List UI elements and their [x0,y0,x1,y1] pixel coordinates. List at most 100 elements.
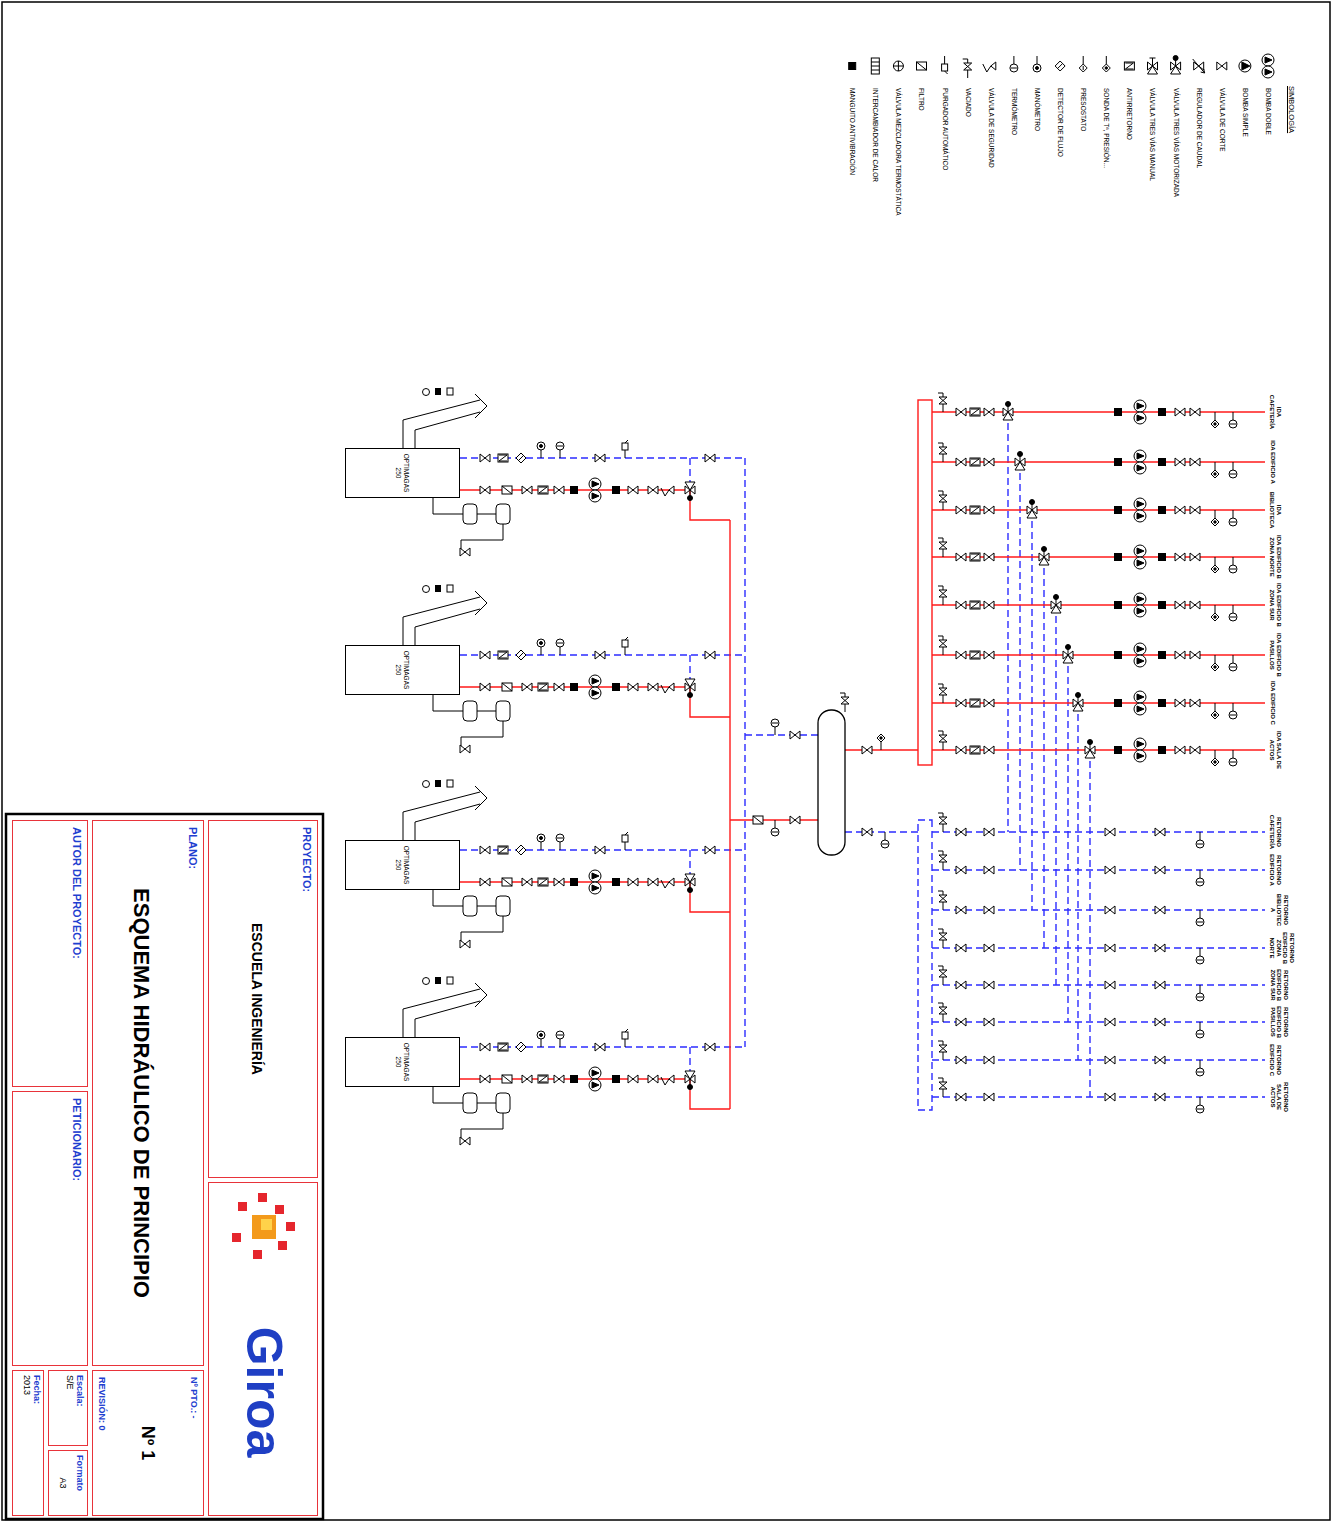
vessel-pipe [477,1103,496,1104]
valve-part [595,846,605,854]
pumpd-symbol [589,870,601,894]
check-part [971,652,979,658]
check-symbol [538,486,548,494]
antivib-part [1159,700,1166,707]
logo-cell: Giroa [208,1182,318,1516]
valve-part [956,906,966,914]
pumpd-part [592,690,599,696]
thermo-symbol [556,834,564,850]
purge-part [622,640,628,647]
bypass-pipe [1077,703,1078,1060]
antivib-part [1159,409,1166,416]
valve-part [1155,1093,1165,1101]
valve-symbol [956,506,966,514]
valve-part [1155,944,1165,952]
gauge-symbol [537,834,545,850]
check-part [970,408,980,416]
gauge-part [1036,67,1039,70]
valve-symbol [956,699,966,707]
field-label: PROYECTO: [300,827,313,892]
check-part [970,458,980,466]
bypass-pipe [1043,557,1044,948]
thermo-symbol [1229,510,1237,526]
valve-symbol [1155,1018,1165,1026]
legend-text: PURGADOR AUTOMÁTICO [941,88,948,170]
valve-symbol [984,981,994,989]
threeway-symbol [1171,56,1181,75]
sensor-part [1214,473,1216,475]
drain-part [939,397,947,404]
drain-symbol [938,966,947,985]
pumpd-part [1137,501,1144,507]
gauge-part [537,1031,545,1039]
safety-part [661,1077,669,1085]
sensor-part [1215,605,1216,613]
circuit-label: IDA EDIFICIO B ZONA SUR [1269,583,1282,627]
boiler-label: OPTIMAGAS 250 [395,649,410,691]
valve-symbol [1105,866,1115,874]
threeway-symbol [685,874,695,893]
drain-symbol [938,393,947,412]
valve-part [1190,408,1200,416]
drain-part [943,977,944,985]
thermo-symbol [1229,605,1237,621]
valve-part [1105,1018,1115,1026]
check-symbol [498,651,508,659]
valve-part [522,878,532,886]
sensor-part [1211,565,1219,573]
valve-symbol [1155,1093,1165,1101]
check-symbol [1124,62,1134,70]
valve-part [460,940,470,948]
valve-part [480,878,490,886]
field-label: Escala: [75,1375,85,1407]
flue-pipe [403,989,480,1037]
valve-symbol [705,1043,715,1051]
antivib-symbol [1159,554,1166,561]
check-symbol [498,1043,508,1051]
thermo-part [771,719,779,727]
valve-part [1155,906,1165,914]
valve-part [1175,699,1185,707]
sensor-symbol [1211,557,1219,573]
reg-symbol [1193,59,1205,73]
antivib-part [1159,554,1166,561]
check-part [971,459,979,465]
purge-part [622,443,628,450]
circuit-label: RETORNO BIBLIOTECA [1269,892,1289,928]
safety-symbol [983,62,996,72]
drain-part [939,895,947,902]
gauge-part [540,837,543,840]
valve-part [460,548,470,556]
drain-part [943,902,944,910]
pumpd-part [589,687,601,699]
valve-symbol [522,1075,532,1083]
valve-part [1155,1018,1165,1026]
thermo-part [1230,424,1236,425]
thermo-part [1196,878,1204,886]
boiler-label: OPTIMAGAS 250 [395,1041,410,1083]
thermo-symbol [1229,703,1237,719]
pumpd-part [1137,403,1144,409]
drain-part [938,636,943,640]
thermo-part [557,1035,563,1036]
valve-symbol [1175,408,1185,416]
purge-part [622,1032,628,1039]
valve-symbol [956,981,966,989]
drain-part [938,684,943,688]
threeway-symbol [685,679,695,698]
antivib-part [571,684,578,691]
antivib-part [571,1076,578,1083]
thermo-symbol [1229,557,1237,573]
check-symbol [970,699,980,707]
valve-symbol [1155,906,1165,914]
valve-symbol [862,828,872,836]
thermo-part [1229,565,1237,573]
drain-part [845,704,846,712]
pumpd-part [589,1079,601,1091]
threeway-symbol [1051,595,1061,614]
sensor-part [1215,703,1216,711]
flow-part [1058,64,1062,68]
legend-text: VÁLVULA TRES VÍAS MANUAL [1149,88,1156,181]
valve-symbol [522,486,532,494]
valve-part [984,1056,994,1064]
